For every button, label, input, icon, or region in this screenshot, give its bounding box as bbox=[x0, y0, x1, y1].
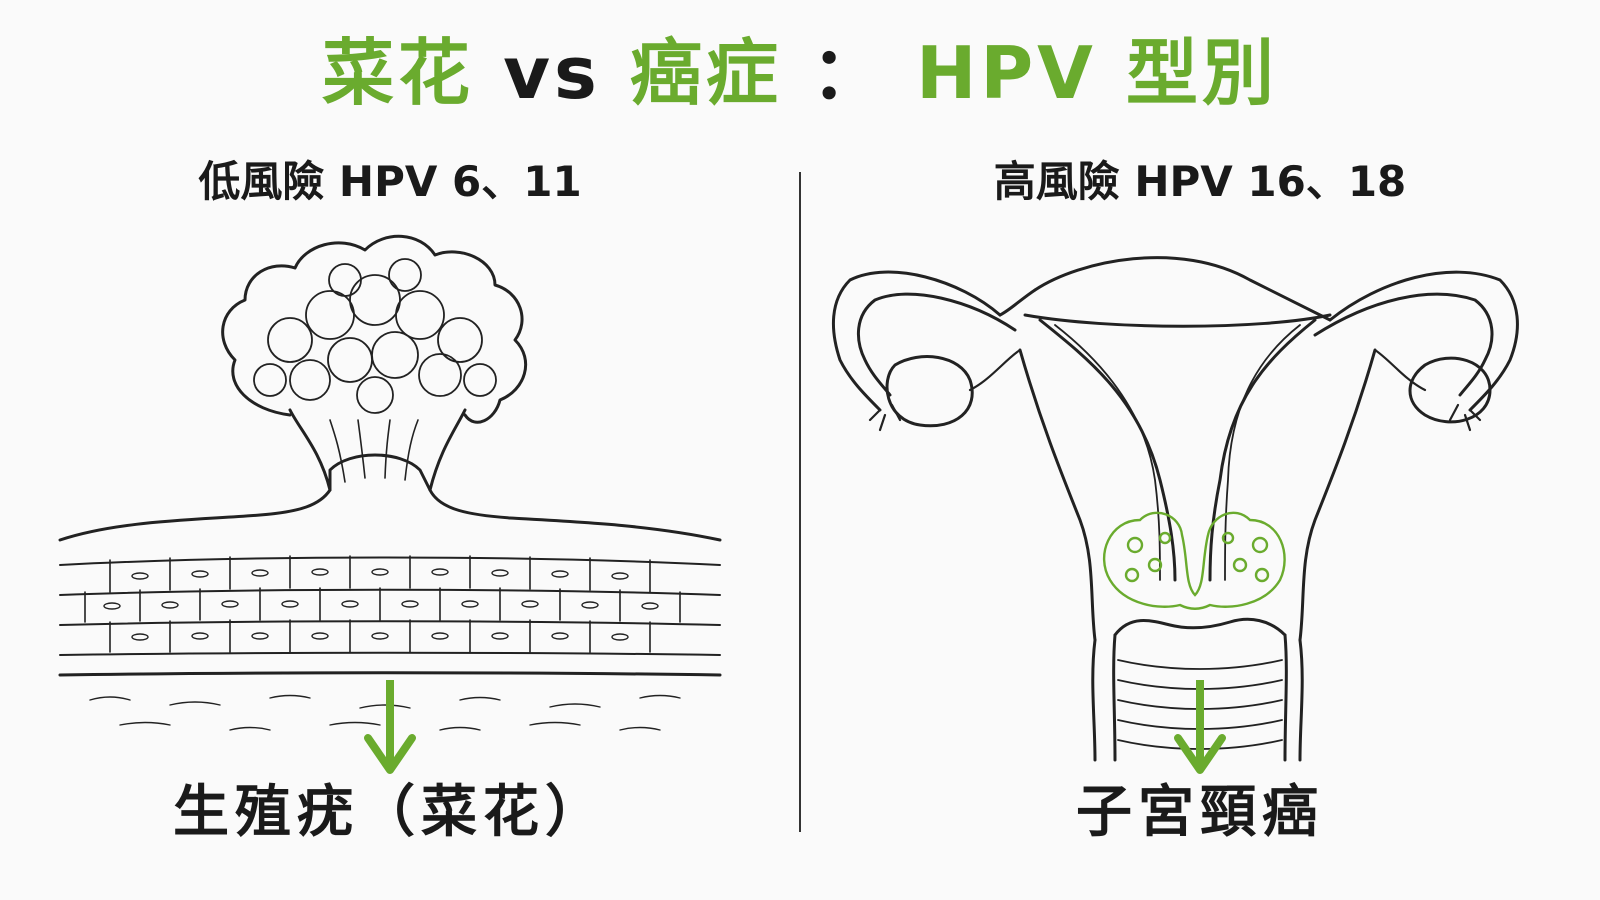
low-risk-panel: 低風險 HPV 6、11 bbox=[0, 150, 780, 870]
high-risk-panel: 高風險 HPV 16、18 bbox=[810, 150, 1590, 870]
title-part-cancer: 癌症 bbox=[629, 31, 782, 115]
high-risk-subtitle: 高風險 HPV 16、18 bbox=[993, 157, 1407, 206]
arrow-down-icon bbox=[1174, 680, 1226, 774]
high-risk-result: 子宮頸癌 bbox=[1076, 780, 1324, 845]
arrow-down-icon bbox=[364, 680, 416, 774]
center-divider bbox=[799, 172, 801, 832]
title-part-hpv-types: HPV 型別 bbox=[916, 31, 1278, 115]
page-title: 菜花 vs 癌症 ： HPV 型別 bbox=[0, 28, 1600, 118]
low-risk-subtitle: 低風險 HPV 6、11 bbox=[198, 157, 582, 206]
title-part-vs: vs bbox=[503, 31, 601, 115]
low-risk-result: 生殖疣（菜花） bbox=[173, 780, 607, 845]
genital-wart-icon bbox=[58, 234, 722, 731]
title-part-wart: 菜花 bbox=[322, 31, 475, 115]
title-part-colon: ： bbox=[811, 31, 888, 115]
